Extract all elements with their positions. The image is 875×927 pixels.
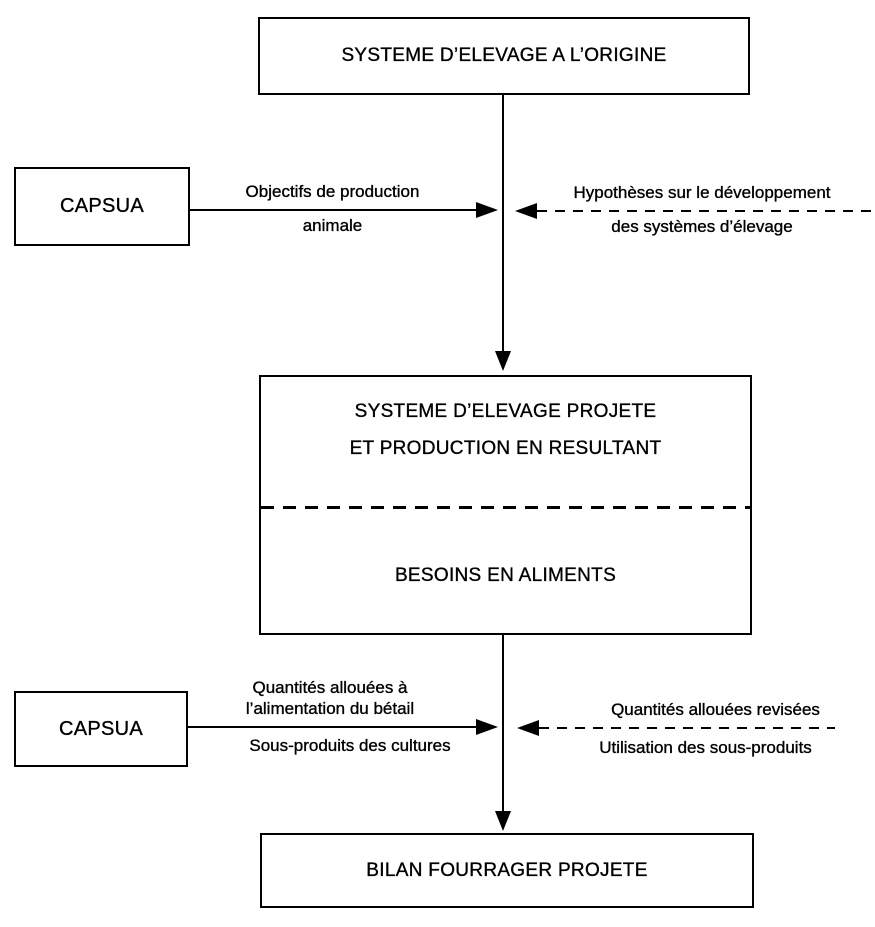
node-systeme-elevage-origine: SYSTEME D’ELEVAGE A L’ORIGINE bbox=[258, 17, 750, 95]
node-title-line1: SYSTEME D’ELEVAGE PROJETE bbox=[354, 401, 657, 422]
node-capsua-top: CAPSUA bbox=[14, 167, 190, 246]
arrow-revisees-label-line2: Utilisation des sous-produits bbox=[599, 738, 812, 757]
arrowhead-down-icon bbox=[495, 811, 511, 831]
node-capsua-bottom: CAPSUA bbox=[14, 691, 188, 767]
arrow-quantites-label-line2: l’alimentation du bétail bbox=[245, 699, 415, 718]
node-label: CAPSUA bbox=[58, 717, 144, 740]
arrow-hypotheses-shaft bbox=[537, 210, 875, 212]
arrowhead-right-icon bbox=[476, 202, 498, 218]
projected-box-dashed-divider bbox=[261, 506, 750, 509]
arrow-quantites-label-line3: Sous-produits des cultures bbox=[249, 736, 451, 755]
node-title-line2: ET PRODUCTION EN RESULTANT bbox=[349, 438, 662, 459]
arrowhead-left-icon bbox=[517, 720, 539, 736]
arrow-hypotheses-label-line1: Hypothèses sur le développement bbox=[573, 183, 831, 202]
arrowhead-left-icon bbox=[515, 203, 537, 219]
arrow-revisees-shaft bbox=[539, 727, 835, 729]
connector-projected-to-bilan bbox=[502, 635, 504, 811]
node-label: SYSTEME D’ELEVAGE A L’ORIGINE bbox=[341, 45, 667, 66]
arrow-quantites-shaft bbox=[188, 726, 476, 728]
node-besoins-label: BESOINS EN ALIMENTS bbox=[394, 565, 617, 586]
node-systeme-elevage-projete: SYSTEME D’ELEVAGE PROJETE ET PRODUCTION … bbox=[259, 375, 752, 635]
arrow-objectifs-label-line2: animale bbox=[302, 216, 363, 235]
arrow-objectifs-shaft bbox=[190, 209, 476, 211]
arrowhead-down-icon bbox=[495, 351, 511, 371]
arrowhead-right-icon bbox=[476, 719, 498, 735]
node-label: BILAN FOURRAGER PROJETE bbox=[366, 859, 648, 881]
arrow-objectifs-label-line1: Objectifs de production bbox=[245, 182, 420, 201]
arrow-quantites-label-line1: Quantités allouées à bbox=[252, 678, 408, 697]
node-bilan-fourrager: BILAN FOURRAGER PROJETE bbox=[260, 833, 754, 908]
node-label: CAPSUA bbox=[59, 195, 145, 217]
arrow-revisees-label-line1: Quantités allouées revisées bbox=[611, 700, 820, 719]
connector-origin-to-projected bbox=[502, 95, 504, 351]
arrow-hypotheses-label-line2: des systèmes d’élevage bbox=[611, 217, 793, 236]
